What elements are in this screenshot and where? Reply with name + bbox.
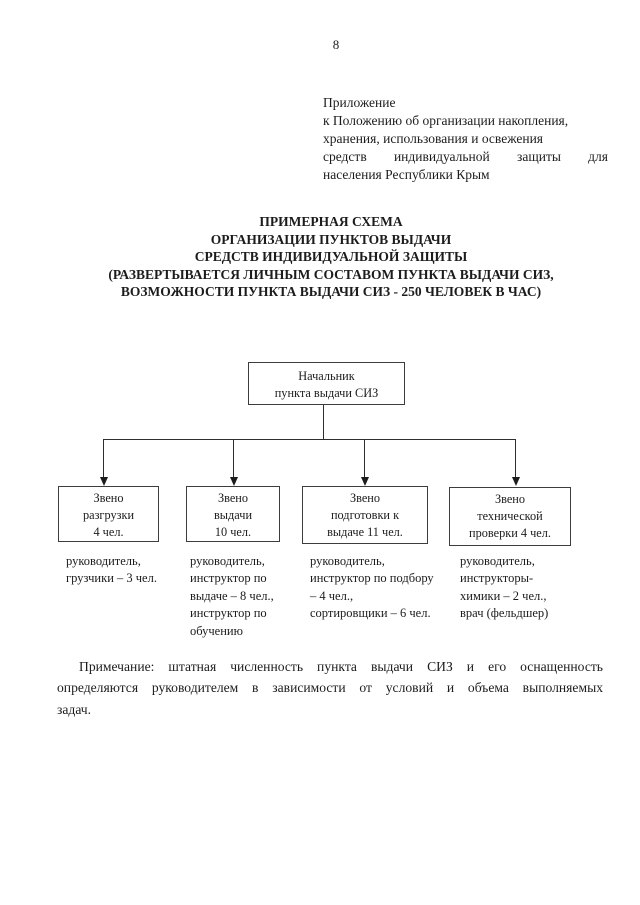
org-box-line: пункта выдачи СИЗ: [274, 385, 379, 400]
staff-line: сортировщики – 6 чел.: [310, 606, 431, 621]
org-box-line: 4 чел.: [93, 524, 124, 539]
appendix-line: хранения, использования и освежения: [323, 131, 544, 146]
appendix-line: средств индивидуальной защиты для: [323, 149, 608, 164]
note-line: задач.: [57, 701, 92, 717]
title-line: СРЕДСТВ ИНДИВИДУАЛЬНОЙ ЗАЩИТЫ: [194, 249, 468, 265]
title-line: ОРГАНИЗАЦИИ ПУНКТОВ ВЫДАЧИ: [210, 231, 452, 247]
org-box-line: разгрузки: [82, 507, 135, 522]
appendix-block: Приложение к Положению об организации на…: [323, 94, 608, 184]
org-box-line: Звено: [93, 491, 124, 505]
arrow-down-icon: [360, 477, 369, 486]
org-box-line: технической: [477, 508, 543, 523]
org-box-line: подготовки к: [330, 507, 400, 522]
org-box-technical-check-unit: Звено технической проверки 4 чел.: [449, 487, 571, 546]
staff-list-technical-check: руководитель, инструкторы- химики – 2 че…: [460, 553, 592, 623]
staff-line: врач (фельдшер): [460, 606, 549, 621]
note-line: Примечание: штатная численность пункта в…: [79, 659, 603, 674]
staff-line: обучению: [190, 623, 243, 638]
connector-drop: [364, 439, 365, 479]
connector-stub: [323, 405, 324, 439]
arrow-down-icon: [99, 477, 108, 486]
org-box-line: выдачи: [213, 507, 253, 522]
org-box-chief: Начальник пункта выдачи СИЗ: [248, 362, 405, 405]
note-block: Примечание: штатная численность пункта в…: [57, 656, 603, 720]
org-box-distribution-unit: Звено выдачи 10 чел.: [186, 486, 280, 542]
arrow-down-icon: [229, 477, 238, 486]
staff-line: руководитель,: [310, 554, 385, 568]
staff-list-unloading: руководитель, грузчики – 3 чел.: [66, 553, 192, 588]
staff-line: руководитель,: [460, 554, 535, 568]
staff-line: руководитель,: [190, 554, 265, 568]
connector-drop: [233, 439, 234, 479]
document-title: ПРИМЕРНАЯ СХЕМА ОРГАНИЗАЦИИ ПУНКТОВ ВЫДА…: [30, 213, 632, 301]
title-line: ВОЗМОЖНОСТИ ПУНКТА ВЫДАЧИ СИЗ - 250 ЧЕЛО…: [120, 284, 542, 300]
title-line: (РАЗВЕРТЫВАЕТСЯ ЛИЧНЫМ СОСТАВОМ ПУНКТА В…: [108, 266, 554, 282]
appendix-line: к Положению об организации накопления,: [323, 113, 569, 128]
org-box-unloading-unit: Звено разгрузки 4 чел.: [58, 486, 159, 542]
staff-line: руководитель,: [66, 554, 141, 568]
title-line: ПРИМЕРНАЯ СХЕМА: [259, 214, 403, 229]
arrow-down-icon: [511, 477, 520, 486]
org-box-line: Звено: [349, 491, 381, 505]
appendix-line: Приложение: [323, 95, 396, 110]
connector-horizontal: [103, 439, 516, 440]
org-box-line: Начальник: [298, 369, 355, 383]
org-box-line: проверки 4 чел.: [469, 525, 551, 540]
staff-list-distribution: руководитель, инструктор по выдаче – 8 ч…: [190, 553, 312, 640]
staff-line: инструкторы-: [460, 571, 534, 586]
appendix-line: населения Республики Крым: [323, 167, 490, 182]
staff-line: химики – 2 чел.,: [460, 588, 547, 603]
org-box-preparation-unit: Звено подготовки к выдаче 11 чел.: [302, 486, 428, 544]
staff-line: инструктор по подбору: [310, 571, 434, 586]
connector-drop: [103, 439, 104, 479]
org-box-line: выдаче 11 чел.: [327, 524, 403, 539]
staff-list-preparation: руководитель, инструктор по подбору – 4 …: [310, 553, 462, 623]
staff-line: выдаче – 8 чел.,: [190, 588, 274, 603]
staff-line: грузчики – 3 чел.: [66, 571, 157, 586]
org-box-line: Звено: [494, 492, 526, 506]
org-box-line: 10 чел.: [214, 524, 252, 539]
staff-line: – 4 чел.,: [310, 588, 354, 603]
page-number: 8: [332, 37, 340, 52]
staff-line: инструктор по: [190, 606, 267, 621]
staff-line: инструктор по: [190, 571, 267, 586]
org-box-line: Звено: [217, 491, 249, 505]
note-line: определяются руководителем в зависимости…: [57, 680, 603, 696]
connector-drop: [515, 439, 516, 479]
